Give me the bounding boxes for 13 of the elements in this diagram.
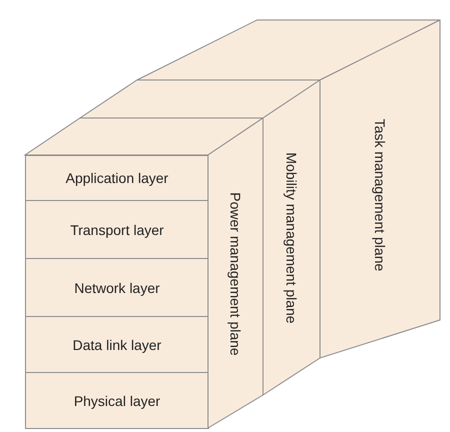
plane-label: Task management plane: [372, 118, 388, 271]
layer-box: [25, 155, 209, 201]
layer-label: Application layer: [66, 170, 168, 186]
layer-box: [25, 372, 209, 429]
layer-label: Data link layer: [72, 336, 162, 352]
layer-box: [25, 200, 209, 259]
plane-label: Mobility management plane: [284, 152, 300, 324]
layer-box: [25, 258, 209, 317]
layer-label: Network layer: [74, 280, 160, 296]
plane-label: Power management plane: [228, 192, 244, 356]
layer-label: Physical layer: [74, 392, 160, 408]
layer-box: [25, 316, 209, 373]
layer-label: Transport layer: [70, 222, 164, 238]
